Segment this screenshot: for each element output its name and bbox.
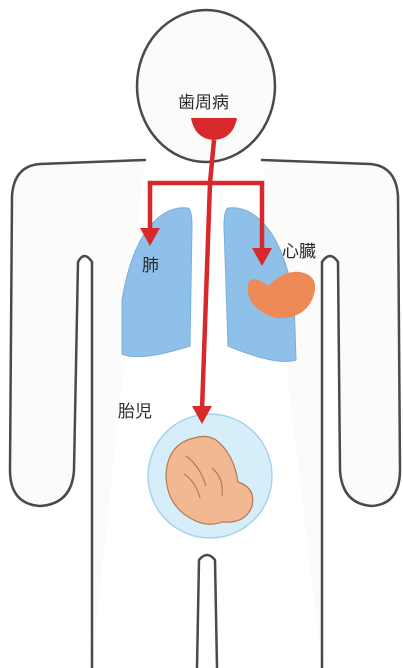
head-outline	[137, 10, 275, 162]
label-fetus: 胎児	[118, 404, 152, 421]
label-heart: 心臓	[282, 244, 316, 261]
label-periodontal: 歯周病	[178, 95, 229, 112]
leg-gap-outline	[197, 555, 217, 668]
label-lung: 肺	[142, 258, 159, 275]
arrow-branch-fetus	[202, 183, 210, 410]
